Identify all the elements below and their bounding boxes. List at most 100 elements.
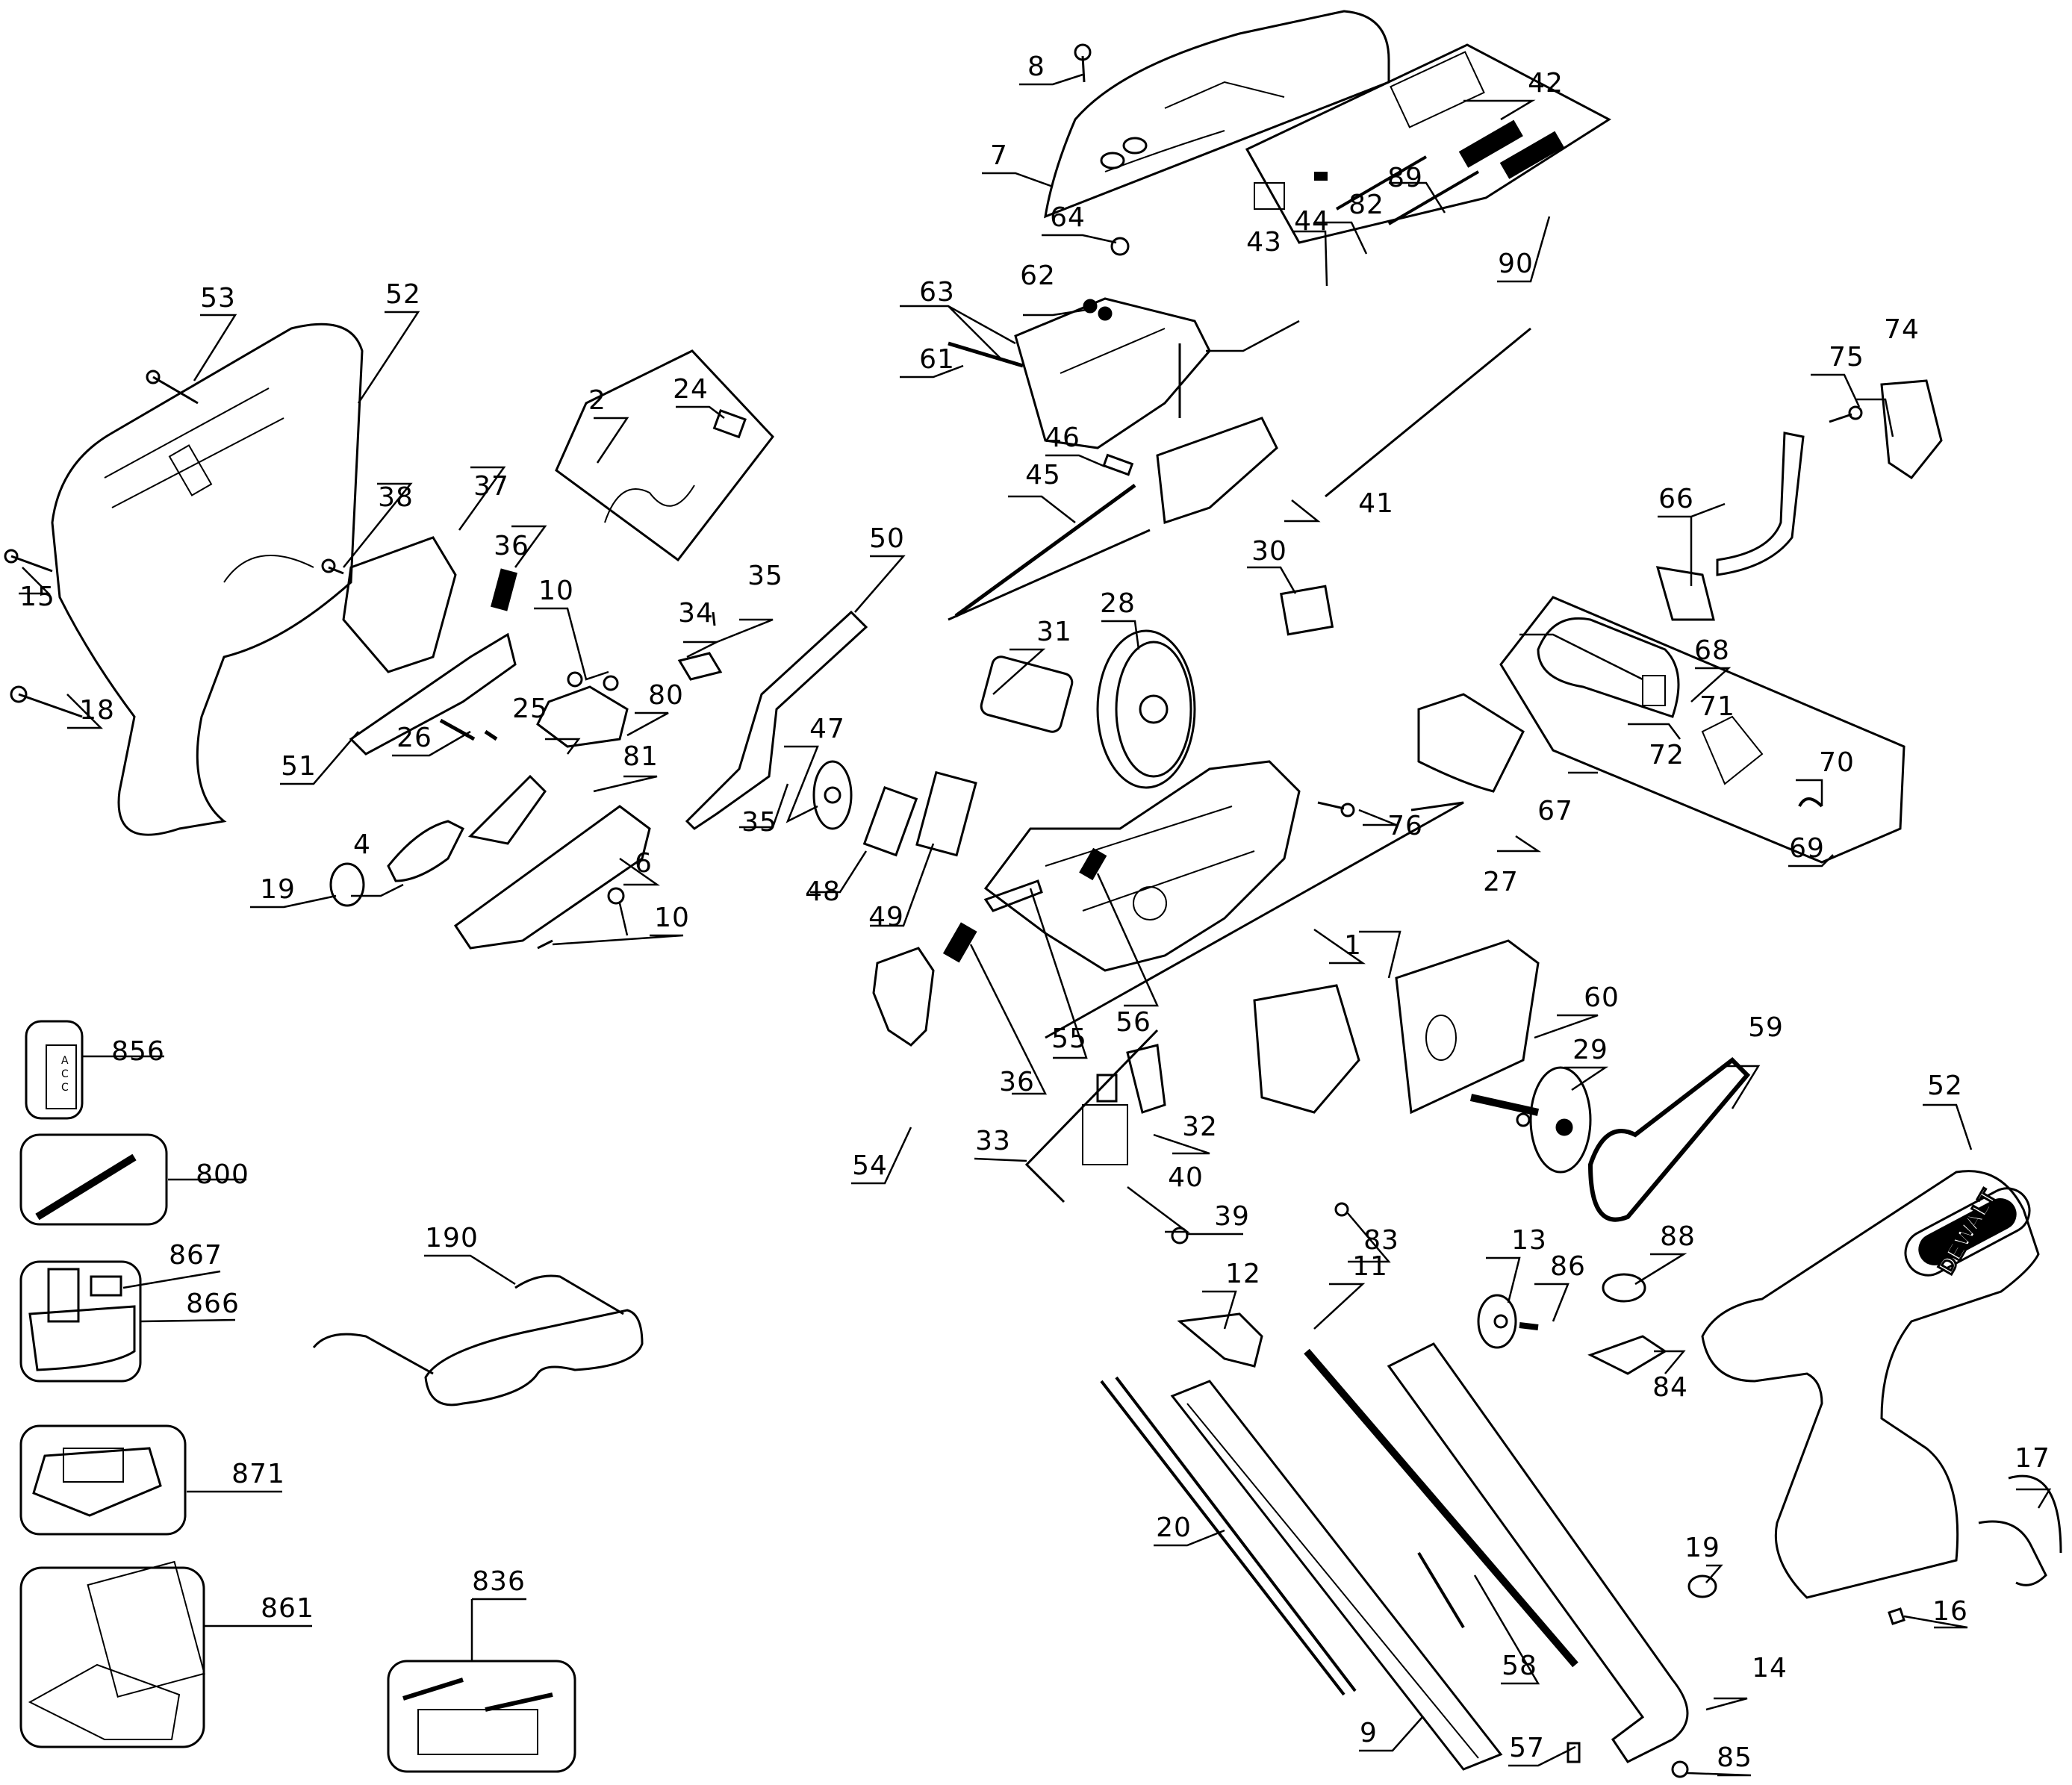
part-label-17: 17 <box>2015 1443 2050 1474</box>
part-label-31: 31 <box>1036 617 1072 647</box>
part-label-83: 83 <box>1363 1225 1399 1256</box>
part-label-2: 2 <box>588 385 606 416</box>
part-label-39: 39 <box>1214 1201 1250 1232</box>
box-42 <box>1245 43 1611 244</box>
screw-15 <box>4 549 53 573</box>
accessory-label-836: 836 <box>472 1566 526 1597</box>
screw-10 <box>567 671 619 691</box>
accessory-866 <box>19 1260 142 1383</box>
acc-letter-c2: C <box>61 1082 69 1094</box>
part-label-71: 71 <box>1699 691 1735 722</box>
accessory-871 <box>19 1424 187 1536</box>
screw-39 <box>1171 1227 1189 1244</box>
part-label-19-left: 19 <box>260 874 296 905</box>
part-label-48: 48 <box>805 876 841 907</box>
part-label-56: 56 <box>1116 1007 1151 1038</box>
latch-4 <box>387 820 465 882</box>
part-label-61: 61 <box>919 344 955 375</box>
part-label-70: 70 <box>1819 747 1855 778</box>
pin-86 <box>1519 1322 1539 1330</box>
bracket-63 <box>1014 297 1211 449</box>
part-label-40: 40 <box>1168 1162 1204 1193</box>
part-label-68: 68 <box>1694 635 1730 666</box>
block-49 <box>915 770 977 857</box>
bracket-34 <box>677 652 723 681</box>
shield-67 <box>1417 693 1525 793</box>
goggles-190 <box>312 1274 644 1406</box>
part-label-7: 7 <box>990 140 1008 171</box>
part-label-42: 42 <box>1528 68 1564 99</box>
accessory-867 <box>90 1275 122 1297</box>
part-label-14: 14 <box>1752 1653 1788 1683</box>
part-label-37: 37 <box>473 471 509 502</box>
screw-75 <box>1829 405 1863 423</box>
pin-35 <box>712 611 716 626</box>
acc-letter-a: A <box>61 1055 69 1067</box>
screw-38 <box>321 558 344 575</box>
part-label-29: 29 <box>1572 1035 1608 1065</box>
piece-54 <box>872 947 935 1047</box>
part-label-64: 64 <box>1050 202 1086 233</box>
block-48 <box>862 785 918 857</box>
part-label-41: 41 <box>1358 488 1394 519</box>
part-label-16: 16 <box>1932 1596 1968 1627</box>
spring-36 <box>491 568 517 611</box>
part-label-38: 38 <box>378 482 414 513</box>
box-68 <box>1499 596 1905 864</box>
pins-25-26 <box>439 718 498 741</box>
accessory-861 <box>19 1560 205 1748</box>
cap-74 <box>1880 379 1943 480</box>
part-label-36-bottom: 36 <box>999 1067 1035 1097</box>
part-label-82: 82 <box>1348 190 1384 220</box>
housing-left <box>51 323 364 836</box>
part-label-84: 84 <box>1652 1372 1688 1403</box>
part-label-69: 69 <box>1789 833 1825 864</box>
part-label-4: 4 <box>353 829 371 860</box>
screw-53 <box>146 370 199 405</box>
spring-36-b <box>942 922 977 963</box>
part-label-24: 24 <box>673 374 709 405</box>
rail-11 <box>1304 1348 1578 1668</box>
accessory-label-866: 866 <box>186 1289 240 1319</box>
pin-61 <box>948 341 1024 368</box>
part-label-44: 44 <box>1294 206 1330 237</box>
part-label-43: 43 <box>1246 227 1282 258</box>
accessory-label-856: 856 <box>111 1036 165 1067</box>
part-label-30: 30 <box>1251 536 1287 567</box>
part-label-51: 51 <box>281 751 317 782</box>
part-label-13: 13 <box>1511 1225 1547 1256</box>
button-30 <box>1280 585 1334 636</box>
part-label-19-right: 19 <box>1684 1533 1720 1563</box>
part-label-46: 46 <box>1045 423 1080 453</box>
part-label-18: 18 <box>79 695 115 726</box>
strip-58 <box>1417 1551 1465 1629</box>
part-label-60: 60 <box>1584 982 1620 1013</box>
latch-55 <box>983 879 1043 912</box>
holder-37 <box>342 536 457 673</box>
part-label-11: 11 <box>1352 1251 1388 1282</box>
plate-46 <box>1102 453 1134 476</box>
block-80 <box>536 685 629 748</box>
slide-41 <box>948 327 1531 621</box>
part-label-90: 90 <box>1498 249 1534 279</box>
top-cover-7 <box>1044 10 1390 219</box>
part-label-50: 50 <box>869 523 905 554</box>
link-50 <box>685 610 868 830</box>
accessory-label-861: 861 <box>261 1593 314 1624</box>
box-33 <box>1024 1029 1166 1203</box>
accessory-label-190: 190 <box>425 1223 479 1253</box>
part-label-9: 9 <box>1360 1718 1378 1748</box>
part-label-35-top: 35 <box>747 561 783 591</box>
part-label-25: 25 <box>512 694 548 724</box>
frame-1 <box>983 760 1464 1039</box>
rod-45 <box>954 483 1136 618</box>
part-label-52-right: 52 <box>1927 1071 1963 1101</box>
pin-18 <box>10 685 83 718</box>
part-label-88: 88 <box>1660 1221 1696 1252</box>
part-label-6: 6 <box>635 848 653 879</box>
bracket-66 <box>1655 432 1805 621</box>
slide-6 <box>453 805 651 950</box>
cap-19-right <box>1687 1574 1717 1598</box>
accessory-836 <box>387 1660 576 1773</box>
